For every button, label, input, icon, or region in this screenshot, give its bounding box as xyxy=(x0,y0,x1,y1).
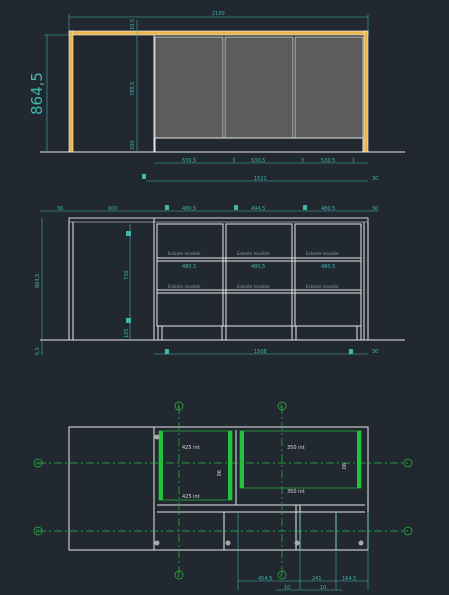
box-label-1: 425 int xyxy=(182,445,200,451)
plan-bottom-dim-3: 164,5 xyxy=(342,576,356,582)
dim-v-mid: 788,5 xyxy=(130,82,136,96)
height-dim: 864,5 xyxy=(28,72,46,115)
grid-marker-1 xyxy=(174,401,184,411)
box-label-4: 350 int xyxy=(287,489,305,495)
plan-view: 425 int 425 int 350 int 350 int 90 90 1 … xyxy=(33,401,413,591)
right-post xyxy=(363,30,369,153)
grid-marker-label-2: 2 xyxy=(280,404,283,409)
grid-marker-3 xyxy=(174,570,184,580)
overall-width-dim: 2100 xyxy=(212,11,225,17)
section-view: Estante movible Estante movible Estante … xyxy=(35,205,405,355)
section-outline xyxy=(68,217,369,341)
shelf-label-2: Estante movible xyxy=(237,251,270,256)
grid-marker-2 xyxy=(277,401,287,411)
box-label-3: 350 int xyxy=(287,445,305,451)
grid-marker-a-left xyxy=(33,458,43,468)
mid-dim-1: 480,5 xyxy=(182,264,196,270)
dim-marker xyxy=(142,174,146,179)
green-box-1 xyxy=(158,430,233,501)
panel-dim-2: 530,5 xyxy=(251,158,265,164)
grid-marker-b-left xyxy=(33,526,43,536)
sec-left-height: 864,5 xyxy=(35,274,41,288)
grid-marker-a-right xyxy=(403,458,413,468)
shelf-label-6: Estante movible xyxy=(306,284,339,289)
left-post xyxy=(68,30,74,153)
plan-bottom-dim-2: 241 xyxy=(312,576,322,582)
door-panel-3 xyxy=(294,36,364,139)
shelf-label-1: Estante movible xyxy=(168,251,201,256)
shelf-label-3: Estante movible xyxy=(306,251,339,256)
plan-bottom-small-2: 10 xyxy=(320,585,326,591)
sec-right-small: 30 xyxy=(372,206,378,212)
sec-overall-bottom: 1508 xyxy=(254,349,267,355)
mid-dim-2: 480,5 xyxy=(251,264,265,270)
sec-top-dim-3: 480,5 xyxy=(321,206,335,212)
plan-bottom-small-1: 10 xyxy=(284,585,290,591)
grid-marker-label-3: 3 xyxy=(177,573,180,578)
sec-top-dim-1: 480,5 xyxy=(182,206,196,212)
top-beam xyxy=(68,30,369,36)
shelf-label-4: Estante movible xyxy=(168,284,201,289)
box-side-2: 90 xyxy=(340,463,346,469)
grid-marker-label-b: B xyxy=(36,529,39,534)
grid-marker-label-a: A xyxy=(36,461,39,466)
box-label-2: 425 int xyxy=(182,494,200,500)
shelf-label-5: Estante movible xyxy=(237,284,270,289)
gap-dim-2: 3 xyxy=(301,158,304,164)
base-plinth xyxy=(154,137,364,153)
sec-right-bottom: 30 xyxy=(372,349,378,355)
panel-dim-1: 530,5 xyxy=(182,158,196,164)
sec-mid-v2: 105 xyxy=(124,328,130,338)
plan-outline xyxy=(68,426,369,551)
gap-dim-3: 1 xyxy=(352,158,355,164)
sec-top-dim-2: 494,5 xyxy=(251,206,265,212)
dim-top-small: 10,5 xyxy=(130,19,136,30)
sec-left-small: 30 xyxy=(57,206,63,212)
front-elevation: 2100 864,5 10,5 788,5 100 530,5 530,5 53… xyxy=(28,11,405,182)
dim-v-low: 100 xyxy=(130,140,136,150)
sec-mid-v1: 730 xyxy=(124,270,130,280)
plan-bottom-dim-1: 454,5 xyxy=(258,576,272,582)
panel-dim-3: 530,5 xyxy=(321,158,335,164)
door-panel-2 xyxy=(224,36,294,139)
mid-dim-3: 480,5 xyxy=(321,264,335,270)
gap-dim-1: 3 xyxy=(232,158,235,164)
sec-left-dim: 600 xyxy=(108,206,118,212)
sec-left-bottom: 5,5 xyxy=(35,347,41,355)
door-panel-1 xyxy=(154,36,224,139)
green-box-2 xyxy=(239,430,362,489)
right-small-dim: 30 xyxy=(372,176,378,182)
grid-marker-label-4: 4 xyxy=(280,573,283,578)
grid-marker-4 xyxy=(277,570,287,580)
overall-bottom-dim: 1521 xyxy=(254,176,267,182)
grid-marker-label-1: 1 xyxy=(177,404,180,409)
grid-marker-b-right xyxy=(403,526,413,536)
box-side-1: 90 xyxy=(215,470,221,476)
